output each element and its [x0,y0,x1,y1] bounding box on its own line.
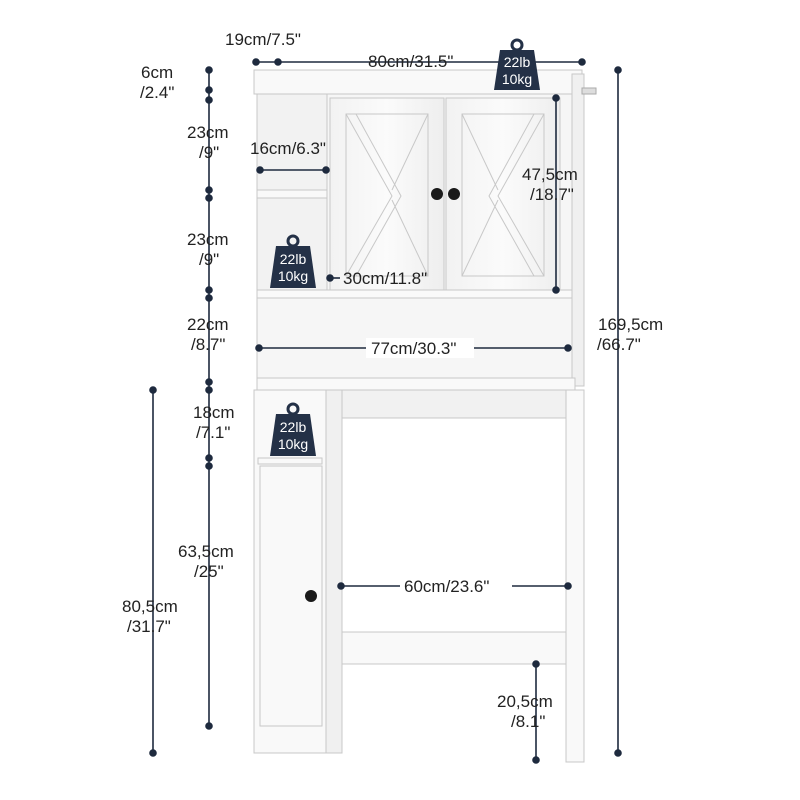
total-height-label: 169,5cm [598,315,663,334]
lower-shelf [256,377,576,391]
top-width-label: 80cm/31.5" [368,52,453,71]
lower-height-label-in: /31.7" [127,617,171,636]
left-door-x-diagonal-1 [345,113,393,277]
right-door-x-diagonal-2 [488,113,535,277]
side-cabinet-height-label: 63,5cm [178,542,234,561]
side-cubby-height-label-in: /7.1" [196,423,230,442]
weight-lb: 22lb [280,251,307,267]
depth-label: 19cm/7.5" [225,30,301,49]
open-shelf-height-label: 22cm [187,315,229,334]
lower-height-label: 80,5cm [122,597,178,616]
wall-bracket-icon [581,87,597,95]
side-cabinet-height-label-in: /25" [194,562,224,581]
shelf-2-height-label: 23cm [187,230,229,249]
bottom-bar-height-label-in: /8.1" [511,712,545,731]
left-door-x-diagonal-4 [391,199,429,277]
dimension-labels: 19cm/7.5" 80cm/31.5" 6cm /2.4" 23cm /9" … [122,30,663,731]
door-height-label: 47,5cm [522,165,578,184]
leg-door-knob [305,590,317,602]
right-door-frame [461,113,545,277]
inner-width-label: 77cm/30.3" [371,339,456,358]
weight-badge-cubby: 22lb 10kg [270,402,316,456]
top-rail-height-label: 6cm [141,63,173,82]
right-door-x-diagonal-3 [461,113,499,191]
shelf-2-height-label-in: /9" [199,250,219,269]
middle-shelf [256,289,573,299]
door-height-label-in: /18.7" [530,185,574,204]
left-door [329,97,445,291]
weight-badge-top: 22lb 10kg [494,38,540,90]
weight-kg: 10kg [502,71,532,87]
open-shelf-height-label-in: /8.7" [191,335,225,354]
left-door-x-diagonal-2 [355,113,402,277]
side-shelf-width-label: 16cm/6.3" [250,139,326,158]
inner-leg [325,389,343,754]
left-door-knob [431,188,443,200]
top-rail-height-label-in: /2.4" [140,83,174,102]
side-cubby-height-label: 18cm [193,403,235,422]
upper-back-rail [341,389,567,419]
left-door-frame [345,113,429,277]
weight-icon [510,38,524,52]
toilet-gap-width-label: 60cm/23.6" [404,577,489,596]
weight-kg: 10kg [278,436,308,452]
rear-upright [571,73,585,387]
door-diagonals [345,113,545,277]
weight-lb: 22lb [280,419,307,435]
weight-lb: 22lb [504,54,531,70]
left-leg-divider [257,457,323,465]
shelf-1-height-label-in: /9" [199,143,219,162]
right-door-knob [448,188,460,200]
side-shelf-1 [256,189,328,199]
right-leg [565,389,585,763]
right-door-x-diagonal-4 [461,199,499,277]
left-door-x-diagonal-3 [391,113,429,191]
shelf-1-height-label: 23cm [187,123,229,142]
weight-badge-shelf: 22lb 10kg [270,234,316,288]
door-width-label: 30cm/11.8" [343,269,427,288]
total-height-label-in: /66.7" [597,335,641,354]
right-door-x-diagonal-1 [497,113,545,277]
bottom-bar-height-label: 20,5cm [497,692,553,711]
bottom-cross-bar [341,631,567,665]
weight-kg: 10kg [278,268,308,284]
